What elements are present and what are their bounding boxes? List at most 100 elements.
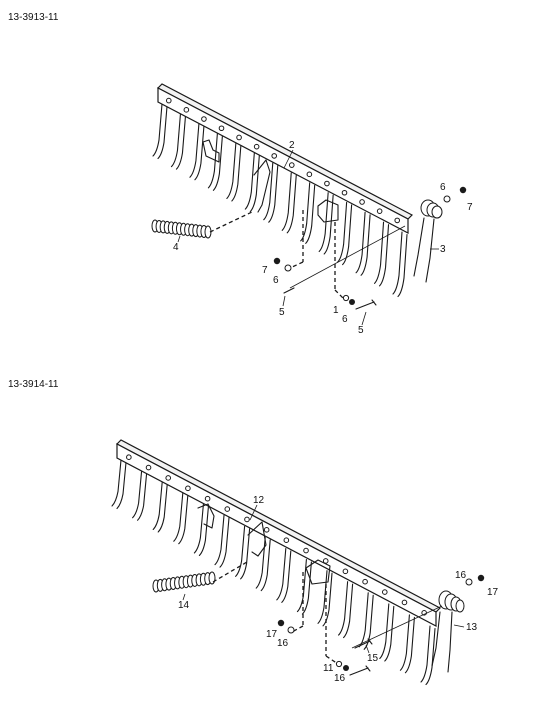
tine <box>244 152 255 210</box>
bar-hole <box>288 162 295 168</box>
tine <box>132 470 143 519</box>
callout-5-left: 5 <box>279 307 285 318</box>
tine <box>157 105 168 160</box>
nut-11 <box>335 660 343 668</box>
leader-dash-d <box>334 289 346 301</box>
tine <box>379 603 390 660</box>
bolt-axis-line <box>289 225 406 289</box>
tine <box>173 492 184 542</box>
tine <box>360 214 371 276</box>
tine <box>189 123 200 178</box>
mount-bracket-left-b <box>197 503 215 529</box>
tine <box>286 174 297 234</box>
tine <box>296 559 307 613</box>
tine <box>152 481 163 531</box>
callout-11: 11 <box>323 663 334 674</box>
callouts-bottom: 12 13 14 16 17 17 16 15 11 16 <box>178 495 499 684</box>
bar-hole <box>362 578 368 585</box>
tine <box>397 233 408 298</box>
tine <box>268 165 279 223</box>
tine <box>358 592 369 648</box>
bar-hole <box>263 527 270 533</box>
end-tine-coil-b <box>431 590 465 673</box>
tine <box>170 113 182 168</box>
end-tine-coil <box>413 199 443 283</box>
callout-13: 13 <box>466 622 478 633</box>
tine <box>373 221 385 284</box>
lock-nut-17-right <box>477 574 485 582</box>
mount-bracket-middle-b <box>247 521 267 557</box>
tine <box>399 614 410 671</box>
tine <box>281 550 292 603</box>
callout-16-lower: 16 <box>334 673 346 684</box>
tine <box>392 231 403 295</box>
leader-4 <box>177 235 181 243</box>
bar-hole <box>204 495 211 502</box>
tine <box>281 172 292 231</box>
bolt-lower-b <box>349 665 371 676</box>
tine <box>337 201 348 263</box>
tine <box>384 605 395 662</box>
washer-16-right <box>465 578 473 586</box>
compression-spring-14 <box>152 571 216 593</box>
callouts-top: 2 3 4 7 6 5 1 6 5 6 7 <box>173 140 473 336</box>
bar-hole <box>201 116 207 122</box>
mount-bracket-middle <box>253 159 271 213</box>
tine <box>342 204 353 266</box>
leader-dash-h <box>325 655 339 665</box>
tine <box>263 162 274 221</box>
bar-hole <box>359 199 365 205</box>
callout-17-left: 17 <box>266 629 278 640</box>
tine <box>301 561 312 615</box>
nut-1 <box>342 294 350 302</box>
tine <box>116 461 127 510</box>
leader-dash-b <box>289 261 304 269</box>
rake-assembly-bottom <box>111 439 485 686</box>
bar-hole <box>342 568 349 575</box>
tine <box>318 192 329 253</box>
callout-4: 4 <box>173 242 179 253</box>
bar-hole <box>165 475 172 481</box>
tine <box>255 536 266 589</box>
tine <box>219 517 230 568</box>
leader-5-lower <box>361 311 367 326</box>
washer-6-right <box>443 195 451 203</box>
bolt-5-left <box>283 287 295 294</box>
bar-hole <box>165 97 172 104</box>
callout-17-right: 17 <box>487 587 499 598</box>
rake-bar-top-flange <box>156 83 414 220</box>
lock-nut-7-left <box>273 257 281 265</box>
washer-16-lower <box>343 665 349 671</box>
tine <box>193 503 204 554</box>
washer-6-left <box>284 264 292 272</box>
tine <box>343 583 354 639</box>
tine <box>198 506 209 556</box>
callout-1: 1 <box>333 305 339 316</box>
rake-tines-bottom <box>111 459 436 686</box>
rake-tines-top <box>152 103 408 298</box>
mount-bracket-left <box>202 139 220 163</box>
bar-hole <box>185 485 191 492</box>
bar-hole <box>218 125 225 132</box>
tine <box>194 125 205 181</box>
tine <box>175 115 187 170</box>
mount-bracket-right-b <box>305 559 331 585</box>
callout-15: 15 <box>367 653 379 664</box>
leader-15 <box>365 644 370 654</box>
bar-hole <box>306 171 313 178</box>
tine <box>404 616 415 674</box>
callout-6-lower: 6 <box>342 314 348 325</box>
callout-2: 2 <box>289 140 295 151</box>
bar-hole <box>324 180 330 187</box>
callout-7-left: 7 <box>262 265 268 276</box>
tine <box>323 194 334 255</box>
rake-assembly-top <box>151 83 467 310</box>
rake-bar-top-face <box>157 87 409 234</box>
tine <box>260 539 271 592</box>
tine <box>178 495 189 545</box>
bar-holes-bottom <box>126 454 427 616</box>
spring-coil <box>208 571 216 585</box>
bar-hole <box>341 189 348 196</box>
tine <box>300 182 311 242</box>
